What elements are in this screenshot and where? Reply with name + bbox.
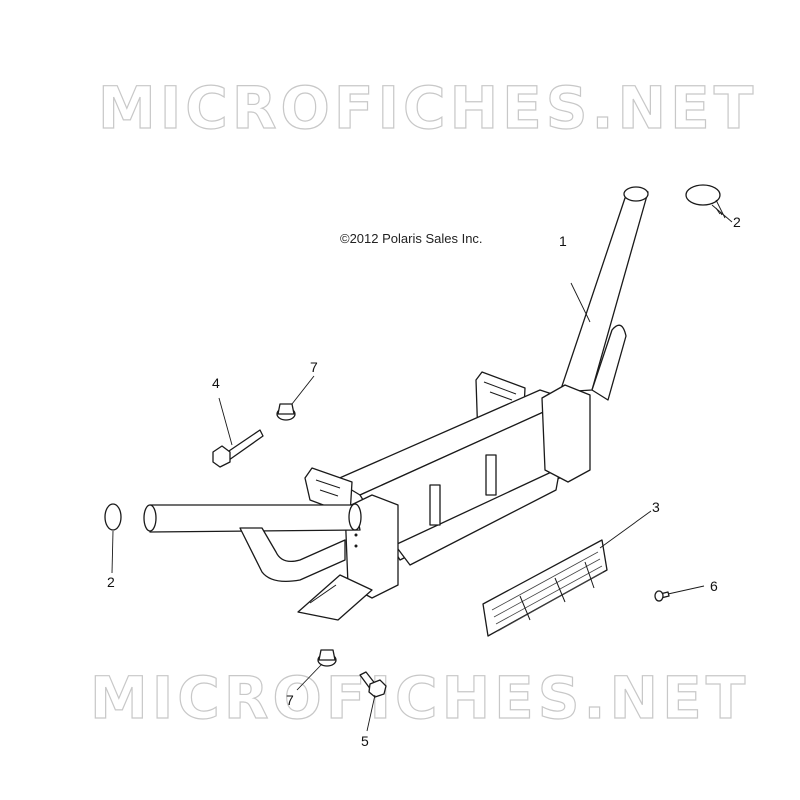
- callout-3: 3: [652, 499, 660, 515]
- watermark-top: MICROFICHES.NET: [98, 74, 757, 142]
- callout-2-left: 2: [107, 574, 115, 590]
- flange-nut-lower: [317, 649, 337, 667]
- bolt-short: [359, 671, 387, 698]
- watermark-bottom: MICROFICHES.NET: [90, 664, 749, 732]
- end-cap-right: [685, 184, 721, 206]
- end-cap-left: [104, 503, 122, 531]
- callout-4: 4: [212, 375, 220, 391]
- callout-5: 5: [361, 733, 369, 749]
- screw: [654, 590, 670, 602]
- bolt-long: [212, 429, 264, 468]
- copyright-text: ©2012 Polaris Sales Inc.: [340, 231, 483, 246]
- callout-1: 1: [559, 233, 567, 249]
- leader-lines: [111, 199, 733, 732]
- callout-6: 6: [710, 578, 718, 594]
- callout-7-lower: 7: [286, 692, 294, 708]
- callout-7-upper: 7: [310, 359, 318, 375]
- bumper-assembly: [143, 186, 649, 621]
- callout-2-right: 2: [733, 214, 741, 230]
- grille-plate: [482, 539, 608, 637]
- flange-nut-upper: [276, 403, 296, 421]
